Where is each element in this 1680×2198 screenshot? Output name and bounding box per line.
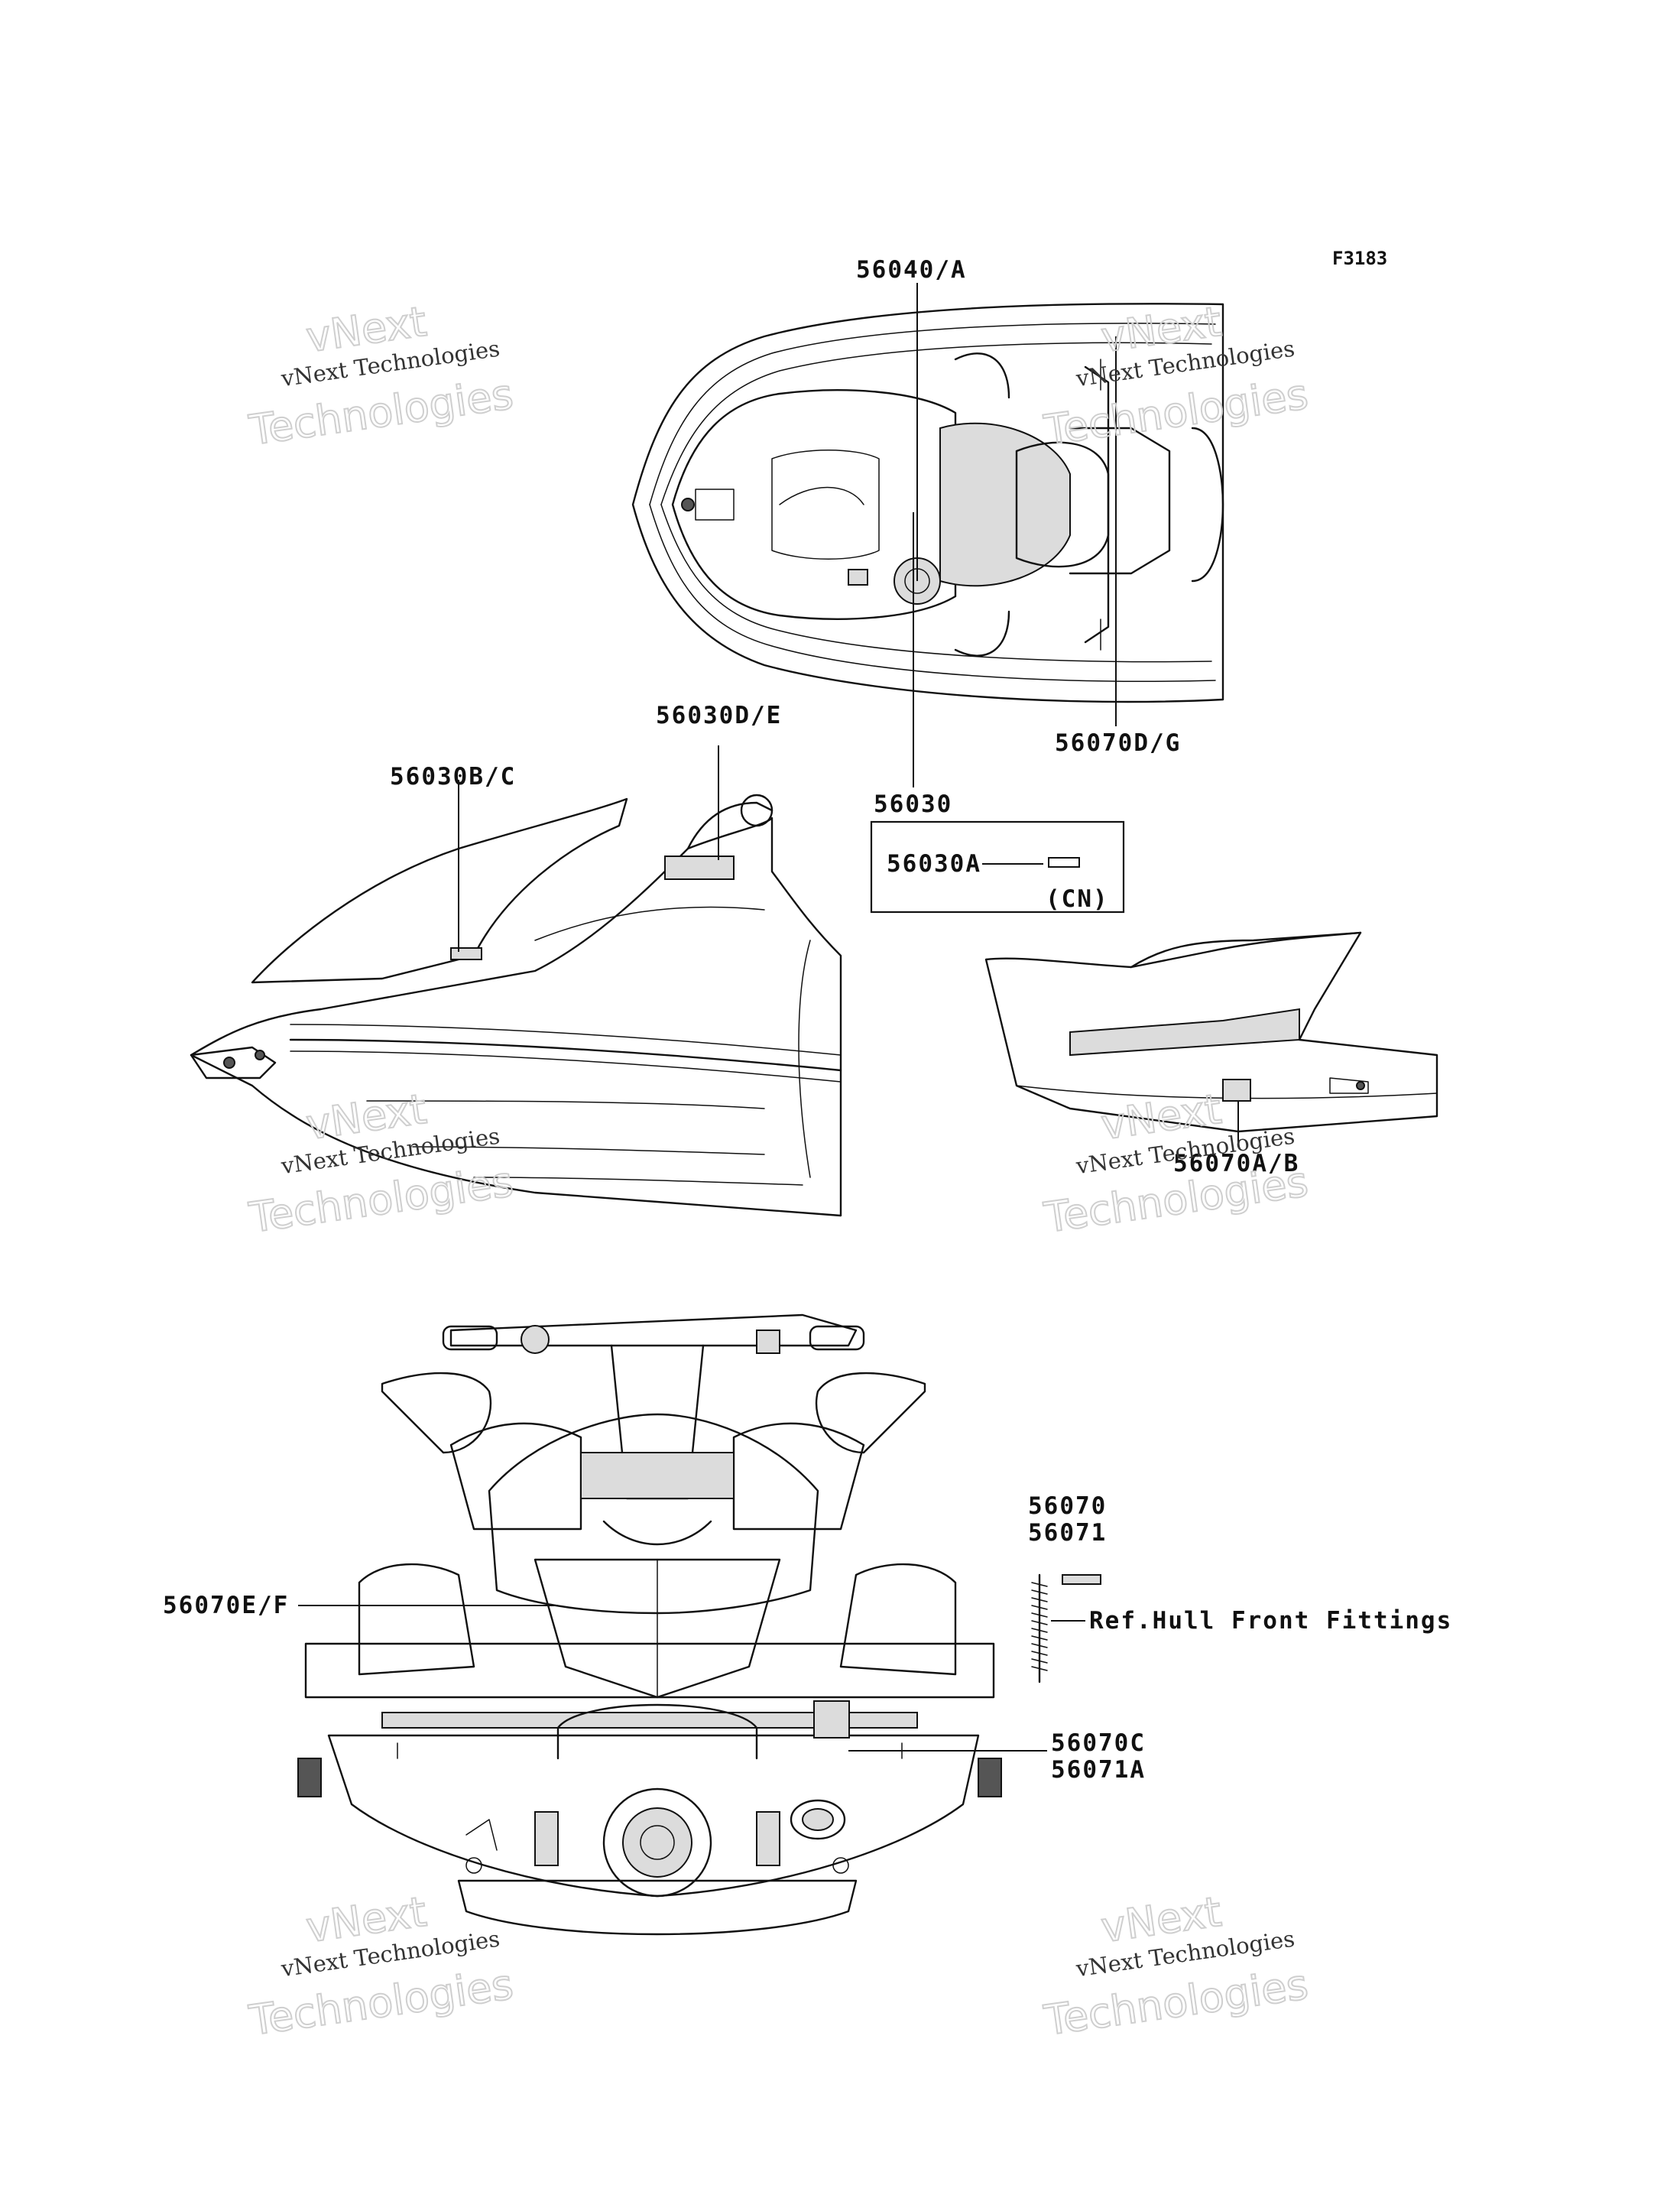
callout-56030A: 56030A	[887, 850, 981, 878]
rear-view-drawing	[297, 1313, 1002, 1936]
figure-code: F3183	[1332, 248, 1387, 269]
callout-56070AB: 56070A/B	[1173, 1150, 1299, 1177]
mini-label-icon	[1048, 857, 1080, 868]
callout-box-56030A	[870, 820, 1125, 914]
callout-56070EF: 56070E/F	[163, 1592, 289, 1619]
top-view-drawing	[631, 303, 1224, 703]
callout-56070DG: 56070D/G	[1055, 729, 1181, 757]
watermark-bottom-right: vNext vNext Technologies Technologies	[1040, 1887, 1312, 2046]
callout-56030: 56030	[874, 791, 952, 818]
callout-ref-hull-front-fittings: Ref.Hull Front Fittings	[1089, 1607, 1452, 1635]
callout-56030BC: 56030B/C	[390, 763, 516, 791]
callout-56030DE: 56030D/E	[656, 702, 782, 729]
callout-56071A: 56071A	[1051, 1756, 1146, 1784]
leader-lines	[298, 283, 1239, 1752]
watermark-bottom-left: vNext vNext Technologies Technologies	[245, 1887, 517, 2046]
watermark-middle-left: vNext vNext Technologies Technologies	[245, 1084, 517, 1243]
rear-side-view-drawing	[984, 931, 1438, 1133]
watermark-top-right: vNext vNext Technologies Technologies	[1040, 297, 1312, 456]
spring-fitting-drawing	[1031, 1573, 1101, 1683]
watermark-top-left: vNext vNext Technologies Technologies	[245, 297, 517, 456]
callout-56040A: 56040/A	[856, 256, 967, 284]
callout-56070C: 56070C	[1051, 1729, 1146, 1757]
callout-56070: 56070	[1028, 1492, 1107, 1520]
callout-cn: (CN)	[1046, 885, 1109, 913]
side-view-drawing	[190, 794, 842, 1217]
callout-56071: 56071	[1028, 1519, 1107, 1547]
